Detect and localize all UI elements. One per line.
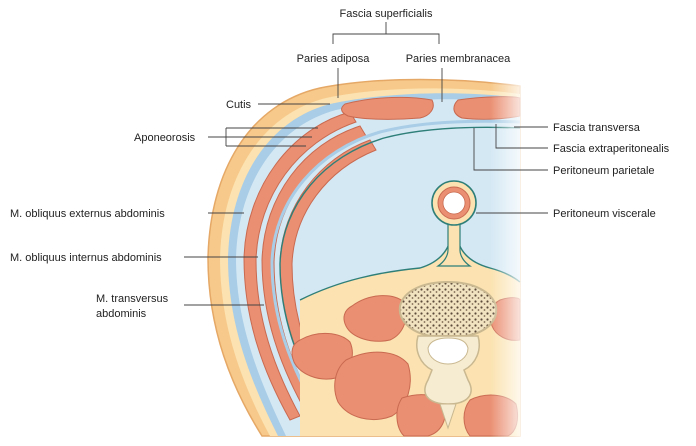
label-m-transversus-line1: M. transversus	[96, 293, 169, 305]
label-paries-adiposa: Paries adiposa	[297, 53, 371, 65]
leader-fascia-superficialis	[332, 22, 440, 44]
erector-spinae-left	[334, 351, 411, 420]
rectus-muscle-left	[341, 96, 434, 120]
spinal-canal	[427, 337, 469, 365]
leader-aponeorosis	[208, 127, 318, 147]
fascia-transversa-line	[270, 119, 521, 411]
peritoneum-parietale-line	[279, 126, 521, 407]
leader-peritoneum-parietale	[473, 128, 548, 171]
right-fade	[490, 80, 530, 446]
label-fascia-superficialis: Fascia superficialis	[340, 8, 433, 20]
mesentery-stalk	[436, 217, 472, 267]
label-peritoneum-viscerale: Peritoneum viscerale	[553, 208, 656, 220]
label-peritoneum-parietale: Peritoneum parietale	[553, 165, 655, 177]
label-m-obliquus-internus: M. obliquus internus abdominis	[10, 252, 162, 264]
label-aponeorosis: Aponeorosis	[134, 132, 196, 144]
vertebral-body	[398, 280, 498, 337]
spinous-process	[439, 403, 457, 430]
label-fascia-extraperitonealis: Fascia extraperitonealis	[553, 143, 670, 155]
label-m-transversus-line2: abdominis	[96, 308, 147, 320]
label-fascia-transversa: Fascia transversa	[553, 122, 641, 134]
psoas-muscle	[343, 295, 407, 342]
label-cutis: Cutis	[226, 99, 252, 111]
label-m-obliquus-externus: M. obliquus externus abdominis	[10, 208, 165, 220]
label-paries-membranacea: Paries membranacea	[406, 53, 511, 65]
leader-fascia-extraperitonealis	[495, 124, 548, 149]
intestine-lumen	[442, 191, 466, 215]
muscle-obliquus-externus	[243, 111, 357, 421]
